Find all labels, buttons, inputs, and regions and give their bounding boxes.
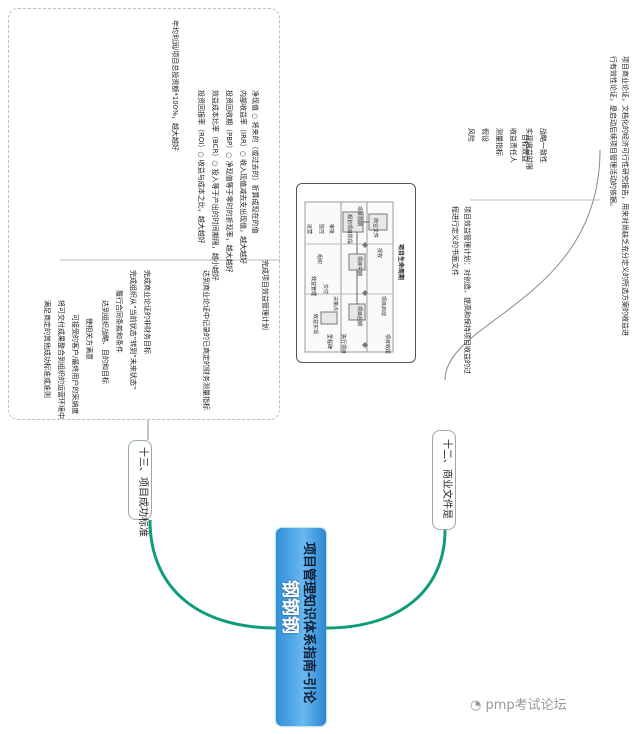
financial-item[interactable]: 内部收益率（IRR）○ 收入现值减去支出现值，越大越好 xyxy=(239,90,247,265)
branch-left-label: 十三、项目成功标准 xyxy=(137,447,148,537)
criteria-item[interactable]: 使相关方满意 xyxy=(85,318,93,360)
right-item[interactable]: 风险 xyxy=(467,128,475,142)
branch-right-label: 十二、商业文件是 xyxy=(441,439,452,519)
criteria-item[interactable]: 完成组织从“当前状态”转到“未来状态” xyxy=(129,270,137,390)
criteria-item[interactable]: 达到组织战略、目的和目标 xyxy=(101,300,109,384)
figure-label: 项目前期 xyxy=(356,206,362,227)
criteria-item[interactable]: 完成商业论证的非财务目标 xyxy=(143,270,151,354)
figure-label: 项目后期 xyxy=(356,306,362,327)
figure-label: 里程碑 xyxy=(326,334,332,350)
right-item[interactable]: 战略一致性 xyxy=(539,128,547,163)
central-topic-title: 项目管理知识体系指南-引论 xyxy=(301,542,316,704)
watermark-text: pmp考试论坛 xyxy=(485,698,567,713)
figure-label: 效益管理 xyxy=(310,276,316,297)
central-topic[interactable]: 项目管理知识体系指南-引论 钢钢钢 xyxy=(276,528,326,726)
financial-item[interactable]: 年均利润/项目总投资额*100%，越大越好 xyxy=(171,20,179,151)
figure-label: 审批 xyxy=(328,224,334,235)
figure-label: 商业文件 xyxy=(372,218,378,239)
figure-label: 决策点 xyxy=(332,296,338,312)
figure-label: 执行项目 xyxy=(340,334,346,355)
plan-text-line[interactable]: 程进行定义的书面文件 xyxy=(451,206,459,276)
right-item[interactable]: 实现收益时限 xyxy=(525,128,533,170)
left-boundary-frame xyxy=(8,8,280,420)
figure-label: 组织 xyxy=(316,254,322,265)
figure-label: 运营 xyxy=(306,224,312,235)
figure-label: 项目启动 xyxy=(380,296,386,317)
financial-item[interactable]: 净现值 ○ 将来的（或过去的）折算成现在的值 xyxy=(251,90,259,234)
financial-item[interactable]: 效益成本比率（BCR）○ 投入等于产出的时间期限，越小越好 xyxy=(211,90,219,281)
criteria-item[interactable]: 满足商定的其他成功标准或准则 xyxy=(43,300,51,398)
figure-graphic xyxy=(304,201,394,353)
watermark: ◔ pmp考试论坛 xyxy=(470,694,567,713)
right-item[interactable]: 收益责任人 xyxy=(509,128,517,163)
financial-item[interactable]: 投资回收期（PBP）○ 净现值等于零时的折现率，越大越好 xyxy=(225,90,233,273)
figure-label: 监控 xyxy=(318,224,324,235)
figure-label: 规划项目阶段 xyxy=(346,214,352,245)
criteria-item[interactable]: 将可交付成果整合到组织的运营环境中 xyxy=(57,300,65,419)
figure-label: 项目收尾 xyxy=(384,334,390,355)
criteria-item[interactable]: 可接受的客户/最终用户的采纳度 xyxy=(71,314,79,415)
figure-label: 授权 xyxy=(376,248,382,259)
financial-item[interactable]: 投资回报率（ROI）○ 收益与成本之比，越大越好 xyxy=(197,90,205,244)
left-header[interactable]: 完成项目效益管理计划 xyxy=(261,260,269,330)
right-item[interactable]: 测量指标 xyxy=(495,128,503,156)
wechat-icon: ◔ xyxy=(470,698,482,713)
plan-text-line[interactable]: 项目效益管理计划：对创造、提高和保持项目收益的过 xyxy=(463,206,471,374)
figure-label: 交付 xyxy=(322,284,328,295)
connector-left xyxy=(148,519,277,630)
right-paragraph-line[interactable]: 行有效性论证，是启动后续项目管理活动的依据。 xyxy=(609,56,617,210)
figure-label: 项目中期 xyxy=(356,256,362,277)
central-topic-logo: 钢钢钢 xyxy=(279,580,300,634)
connector-right xyxy=(325,529,447,630)
connector-right-up xyxy=(444,149,601,381)
figure-label: 收益实现 xyxy=(312,314,318,335)
lifecycle-figure[interactable]: 项目生命周期 项目前期 项目中期 项目后期 商业文件 规划项目阶段 授权 收益实… xyxy=(296,183,416,363)
branch-left[interactable]: 十三、项目成功标准 xyxy=(128,440,152,537)
right-paragraph-line[interactable]: 项目商业论证，文档化的经济可行性研究报告，用来对尚缺乏充分定义的所选方案的收益进 xyxy=(621,56,629,336)
criteria-item[interactable]: 履行合同条款和条件 xyxy=(115,290,123,353)
branch-right[interactable]: 十二、商业文件是 xyxy=(432,430,456,530)
right-item[interactable]: 假设 xyxy=(481,128,489,142)
financial-heading[interactable]: 达到商业论证中记录的已商定的财务测量指标 xyxy=(202,270,210,410)
